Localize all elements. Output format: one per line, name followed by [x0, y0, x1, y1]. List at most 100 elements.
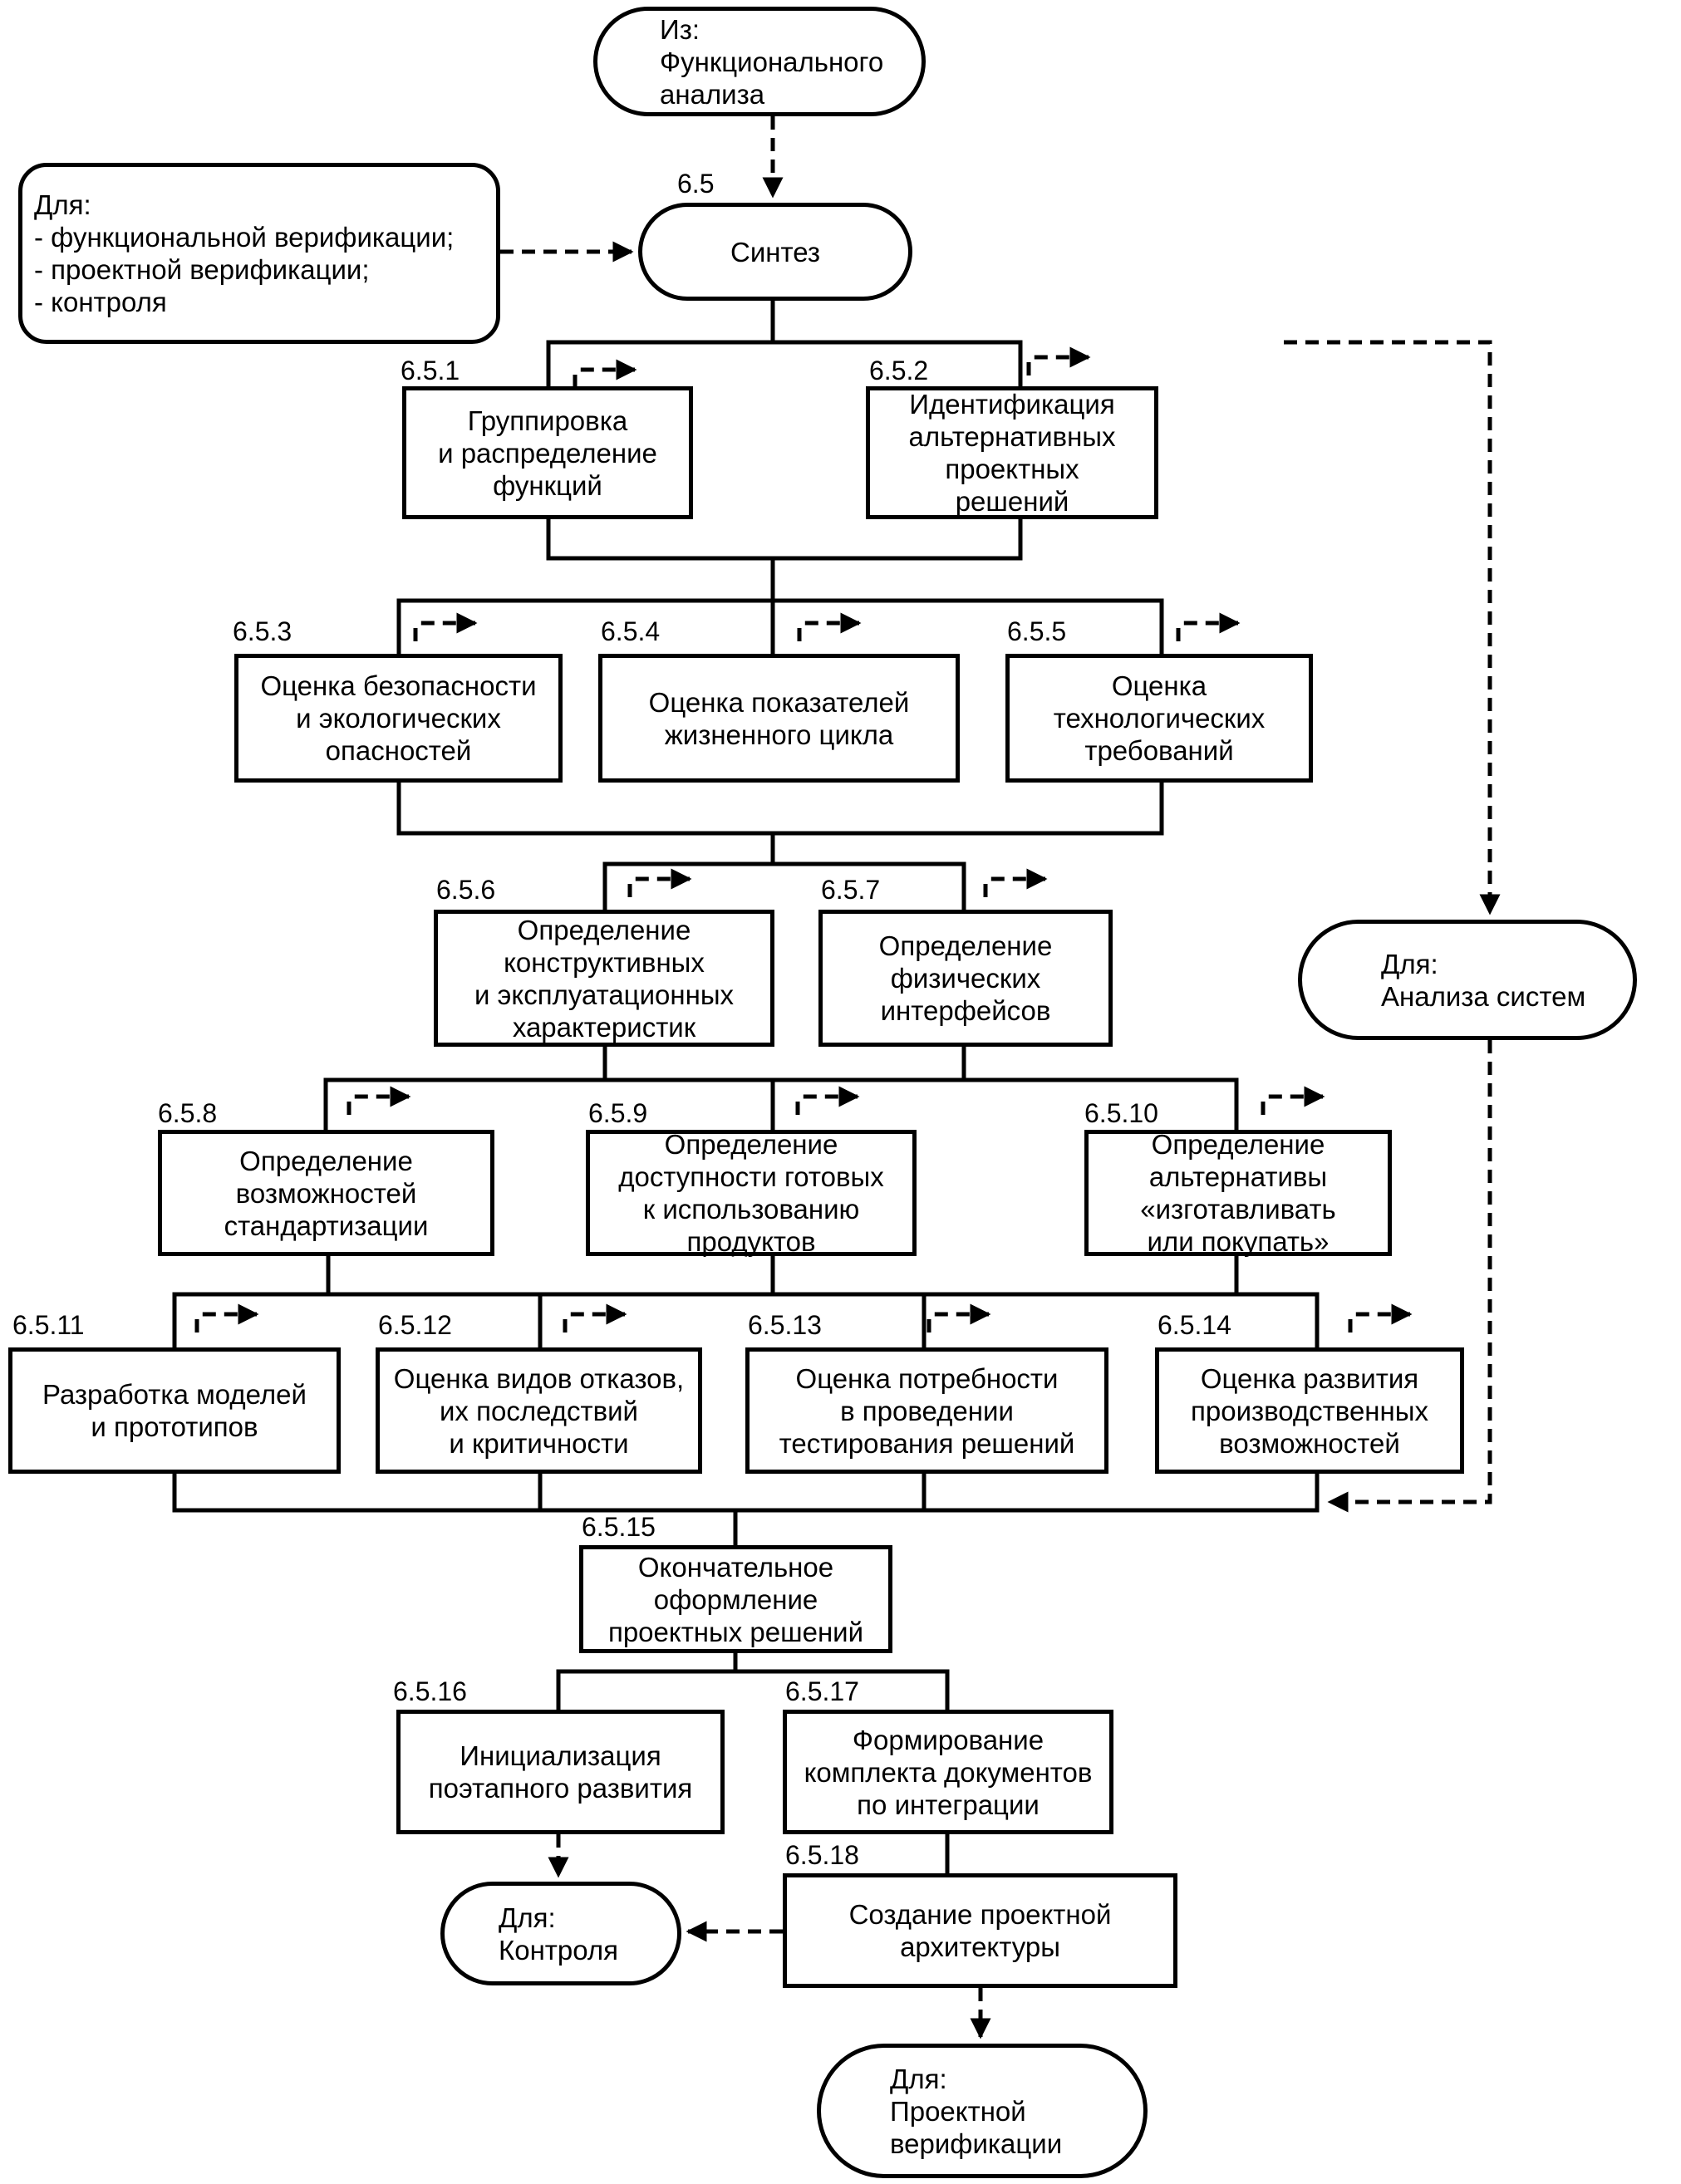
node-line: Анализа систем [1381, 980, 1586, 1012]
process-box-6-5-7: Определение физических интерфейсов [818, 910, 1113, 1047]
node-line: Оценка [1111, 670, 1207, 701]
output-arrow [573, 359, 637, 388]
output-arrow [1176, 612, 1241, 641]
connector-line [602, 1047, 966, 1082]
node-line: решений [955, 486, 1069, 517]
process-box-6-5-2: Идентификация альтернативных проектных р… [866, 386, 1158, 519]
node-line: Группировка [467, 405, 628, 436]
node-line: Разработка моделей [42, 1379, 307, 1410]
process-box-6-5-18: Создание проектной архитектуры [783, 1873, 1177, 1988]
node-line: альтернативных [908, 421, 1116, 452]
connectors [172, 116, 1501, 2039]
node-line: тестирования решений [779, 1427, 1075, 1459]
node-line: производственных [1191, 1395, 1428, 1426]
output-arrow [797, 612, 862, 641]
node-number: 6.5.18 [785, 1840, 859, 1870]
node-line: поэтапного развития [428, 1773, 693, 1804]
node-line: проектных решений [607, 1616, 864, 1647]
node-line: Оценка видов отказов, [393, 1362, 685, 1394]
for-systems-analysis-terminator: Для: Анализа систем [1298, 920, 1637, 1040]
for-verification-note: Для: - функциональной верификации; - про… [18, 163, 500, 344]
node-line: опасностей [325, 735, 472, 766]
process-box-6-5-9: Определение доступности готовых к исполь… [586, 1129, 917, 1257]
node-line: и распределение [438, 437, 657, 469]
output-arrow [1026, 346, 1091, 375]
process-box-6-5-1: Группировка и распределение функций [402, 386, 693, 519]
node-line: Определение [239, 1145, 413, 1176]
node-line: Оценка безопасности [260, 670, 537, 701]
node-number: 6.5.2 [869, 356, 929, 385]
node-line: Проектной [890, 2095, 1026, 2127]
node-line: оформление [653, 1583, 818, 1615]
node-line: Для: [34, 189, 91, 220]
node-line: функций [493, 469, 602, 501]
node-line: и прототипов [91, 1411, 258, 1442]
node-number: 6.5.13 [748, 1310, 822, 1340]
output-arrow [983, 868, 1048, 897]
node-line: конструктивных [504, 946, 705, 978]
process-box-6-5-6: Определение конструктивных и эксплуатаци… [434, 910, 774, 1047]
node-line: Синтез [730, 236, 820, 267]
node-line: требований [1084, 735, 1234, 766]
node-line: - проектной верификации; [34, 254, 370, 285]
node-line: или покупать» [1147, 1226, 1330, 1257]
node-line: жизненного цикла [664, 719, 894, 750]
connector-line [546, 340, 1023, 386]
node-line: - контроля [34, 287, 167, 317]
node-number: 6.5.4 [601, 616, 661, 646]
node-number: 6.5.14 [1158, 1310, 1231, 1340]
feedback-arrow [1327, 1040, 1492, 1513]
node-line: альтернативы [1148, 1161, 1328, 1192]
node-line: Определение [517, 914, 691, 945]
node-line: физических [890, 963, 1041, 994]
node-line: доступности готовых [618, 1161, 884, 1192]
synthesis-terminator: Синтез [638, 203, 912, 301]
node-line: проектных [945, 454, 1079, 484]
node-line: Создание проектной [848, 1899, 1112, 1930]
node-number: 6.5.16 [393, 1676, 467, 1706]
connector-line [172, 1474, 1320, 1513]
output-arrow [627, 868, 692, 897]
connector-line [546, 519, 1023, 561]
feedback-arrow [1284, 340, 1501, 915]
output-arrow [1348, 1303, 1413, 1332]
node-line: возможностей [1219, 1427, 1400, 1459]
node-line: Оценка развития [1200, 1362, 1419, 1394]
node-line: Определение [664, 1129, 838, 1160]
connector-line [556, 1669, 950, 1710]
output-arrow [563, 1303, 627, 1332]
for-design-verification-terminator: Для: Проектной верификации [817, 2044, 1148, 2178]
output-arrow [413, 612, 478, 641]
connector-line [602, 861, 966, 910]
node-line: по интеграции [857, 1789, 1040, 1820]
node-line: стандартизации [224, 1210, 429, 1241]
process-box-6-5-4: Оценка показателей жизненного цикла [598, 654, 960, 783]
node-line: и экологических [296, 703, 501, 734]
node-line: Определение [1151, 1129, 1325, 1160]
connector-line [172, 1292, 1320, 1347]
node-number: 6.5.8 [158, 1098, 218, 1128]
node-line: верификации [890, 2128, 1063, 2159]
node-line: возможностей [235, 1177, 417, 1209]
process-box-6-5-17: Формирование комплекта документов по инт… [783, 1710, 1113, 1834]
output-arrow [347, 1086, 411, 1115]
node-line: интерфейсов [880, 995, 1051, 1026]
node-number: 6.5.7 [821, 875, 881, 905]
node-line: Для: [1381, 948, 1438, 979]
node-line: комплекта документов [804, 1756, 1093, 1788]
process-box-6-5-3: Оценка безопасности и экологических опас… [234, 654, 563, 783]
node-line: Для: [499, 1902, 556, 1933]
output-arrow [1261, 1086, 1325, 1115]
node-line: продуктов [686, 1226, 816, 1257]
process-box-6-5-13: Оценка потребности в проведении тестиров… [745, 1347, 1108, 1474]
node-number: 6.5.3 [233, 616, 292, 646]
node-line: анализа [660, 78, 765, 110]
node-line: Контроля [499, 1934, 619, 1966]
for-control-terminator: Для: Контроля [440, 1882, 681, 1985]
node-line: в проведении [840, 1395, 1014, 1426]
output-arrow [795, 1086, 860, 1115]
output-arrow [194, 1303, 259, 1332]
node-line: Определение [878, 930, 1053, 961]
